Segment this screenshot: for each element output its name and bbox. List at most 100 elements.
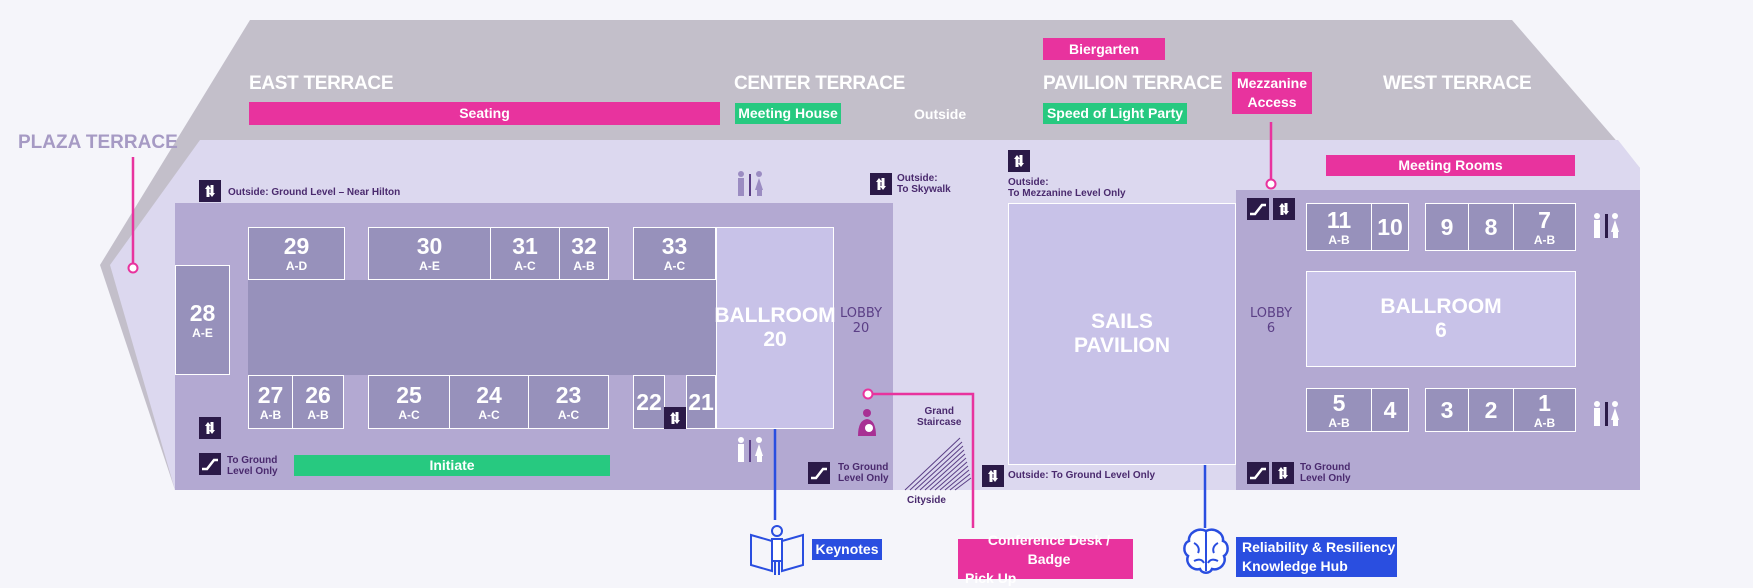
nursing-room-icon <box>854 408 880 443</box>
keynotes-tag[interactable]: Keynotes <box>812 539 882 560</box>
keynote-person-icon <box>748 525 806 582</box>
speed-of-light-party-tag[interactable]: Speed of Light Party <box>1043 103 1187 124</box>
conference-desk-tag[interactable]: Conference Desk / Badge Pick Up <box>958 532 1133 586</box>
note-line: Staircase <box>917 417 962 428</box>
biergarten-tag[interactable]: Biergarten <box>1043 38 1165 60</box>
grand-staircase <box>904 437 972 491</box>
room-number: 30 <box>416 233 443 259</box>
note-mezzanine-only: Outside:To Mezzanine Level Only <box>1008 177 1126 199</box>
room-sub: A-B <box>1328 232 1350 247</box>
mezzanine-access-tag[interactable]: Mezzanine Access <box>1232 72 1312 114</box>
room-number: 11 <box>1326 206 1352 233</box>
conference-line1: Conference Desk / Badge <box>987 531 1111 567</box>
mezzanine-line1: Mezzanine <box>1236 75 1307 91</box>
lobby20-line1: LOBBY <box>839 306 883 321</box>
room-sub: A-B <box>307 407 329 422</box>
room-number: 5 <box>1332 389 1346 416</box>
room-sub: A-B <box>573 259 595 273</box>
reliability-line2: Knowledge Hub <box>1242 558 1348 574</box>
room-4[interactable]: 4 <box>1371 388 1409 432</box>
room-21[interactable]: 21 <box>686 375 716 429</box>
lobby20-line2: 20 <box>852 321 870 336</box>
room-number: 27 <box>257 381 284 408</box>
room-sub: A-C <box>514 259 536 273</box>
corridor <box>248 280 718 375</box>
note-outside-ground-only: Outside: To Ground Level Only <box>1008 470 1156 481</box>
brain-icon <box>1180 525 1232 582</box>
room-sub: A-B <box>259 407 282 422</box>
ballroom-20[interactable]: BALLROOM 20 <box>714 227 836 429</box>
note-line: Level Only <box>227 466 278 477</box>
escalator-icon <box>1247 462 1269 489</box>
sails-pavilion[interactable]: SAILS PAVILION <box>1008 203 1236 465</box>
room-sub: A-D <box>285 259 308 273</box>
center-terrace-title: CENTER TERRACE <box>734 73 906 94</box>
escalator-icon <box>808 462 830 489</box>
room-sub: A-C <box>478 407 500 422</box>
room-sub: A-E <box>192 325 213 340</box>
room-number: 28 <box>189 299 216 326</box>
note-line: Outside: <box>897 173 938 184</box>
ballroom20-line2: 20 <box>763 328 787 351</box>
room-number: 22 <box>636 388 662 415</box>
plaza-terrace-title: PLAZA TERRACE <box>18 132 178 153</box>
sails-line1: SAILS <box>1091 310 1153 333</box>
room-8[interactable]: 8 <box>1468 203 1514 251</box>
seating-tag[interactable]: Seating <box>249 102 720 125</box>
ballroom6-line1: BALLROOM <box>1380 295 1502 318</box>
room-sub: A-B <box>1533 232 1556 247</box>
meeting-house-tag[interactable]: Meeting House <box>735 103 841 124</box>
note-ground-hilton: Outside: Ground Level – Near Hilton <box>228 187 401 198</box>
room-number: 1 <box>1538 389 1551 416</box>
west-terrace-title: WEST TERRACE <box>1383 73 1532 94</box>
elevator-icon <box>199 417 221 444</box>
room-2[interactable]: 2 <box>1468 388 1514 432</box>
reliability-line1: Reliability & Resiliency <box>1242 539 1396 555</box>
note-line: To Mezzanine Level Only <box>1008 188 1126 199</box>
room-number: 31 <box>512 233 538 259</box>
note-line: To Ground <box>227 455 278 466</box>
outside-label: Outside <box>914 106 967 122</box>
east-terrace-title: EAST TERRACE <box>249 73 394 94</box>
ballroom20-line1: BALLROOM <box>714 304 836 327</box>
escalator-icon <box>199 453 221 480</box>
ballroom-6[interactable]: BALLROOM 6 <box>1306 271 1576 367</box>
restroom-icon <box>734 170 766 203</box>
reliability-hub-tag[interactable]: Reliability & Resiliency Knowledge Hub <box>1236 537 1397 577</box>
room-number: 33 <box>661 233 688 259</box>
room-9[interactable]: 9 <box>1425 203 1469 251</box>
note-line: Level Only <box>838 473 889 484</box>
meeting-rooms-tag[interactable]: Meeting Rooms <box>1326 155 1575 176</box>
initiate-tag[interactable]: Initiate <box>294 455 610 476</box>
elevator-icon <box>870 173 892 200</box>
room-22[interactable]: 22 <box>633 375 665 429</box>
room-number: 29 <box>283 233 310 259</box>
room-sub: A-B <box>1533 415 1556 430</box>
escalator-icon <box>1247 198 1269 225</box>
room-number: 32 <box>571 233 597 259</box>
room-3[interactable]: 3 <box>1425 388 1469 432</box>
room-number: 23 <box>555 381 582 408</box>
note-skywalk: Outside:To Skywalk <box>897 173 951 195</box>
room-10[interactable]: 10 <box>1371 203 1409 251</box>
ballroom6-line2: 6 <box>1435 319 1447 342</box>
lobby6-line2: 6 <box>1266 321 1276 336</box>
